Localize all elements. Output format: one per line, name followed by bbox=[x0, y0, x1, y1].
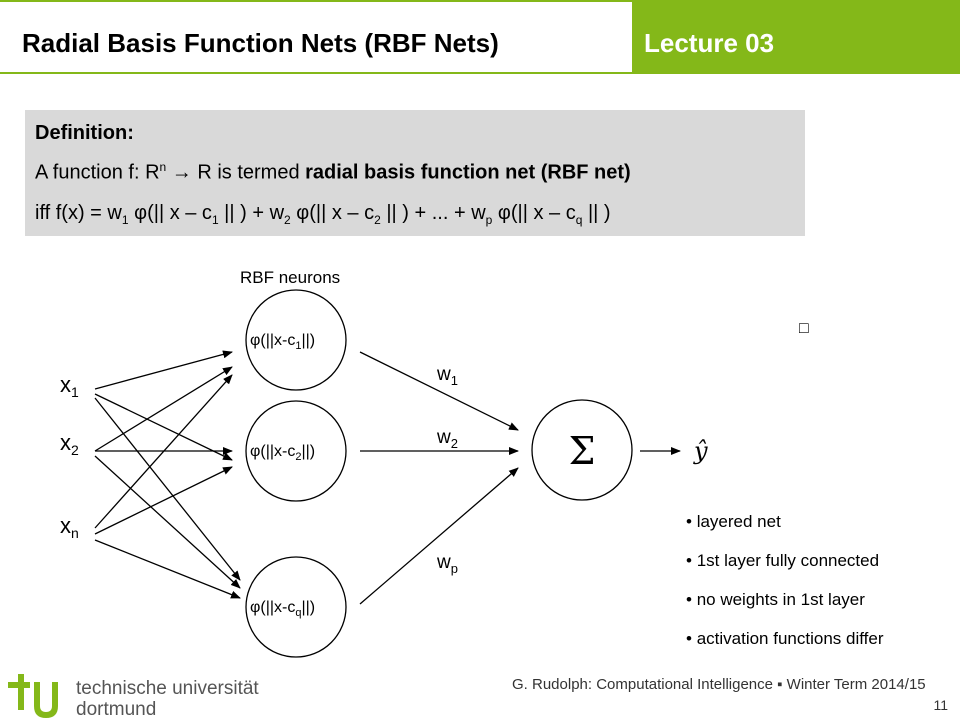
header-top-line bbox=[0, 0, 960, 2]
rbf-neurons-label: RBF neurons bbox=[240, 268, 340, 287]
def-text: → R is termed bbox=[166, 161, 306, 184]
def-sup: n bbox=[159, 160, 167, 174]
formula-part: φ(|| x – c bbox=[128, 202, 212, 224]
lecture-badge bbox=[632, 0, 960, 74]
list-item: • no weights in 1st layer bbox=[686, 590, 865, 609]
footer-credit: G. Rudolph: Computational Intelligence ▪… bbox=[512, 676, 926, 693]
formula-part: iff f(x) = w bbox=[35, 202, 122, 224]
formula-sub: p bbox=[485, 213, 493, 227]
definition-line-1: A function f: Rn → R is termed radial ba… bbox=[35, 160, 631, 185]
formula-part: φ(|| x – c bbox=[290, 202, 375, 224]
neuron-1-label: φ(||x-c1||) bbox=[250, 332, 315, 352]
qed-symbol: □ bbox=[799, 320, 809, 337]
list-item-text: layered net bbox=[696, 512, 781, 531]
slide-title: Radial Basis Function Nets (RBF Nets) bbox=[22, 28, 499, 58]
university-line-2: dortmund bbox=[76, 699, 157, 720]
definition-formula: iff f(x) = w1 φ(|| x – c1 || ) + w2 φ(||… bbox=[35, 202, 611, 227]
formula-sub: 2 bbox=[284, 213, 291, 227]
university-name: technische universität dortmund bbox=[76, 678, 259, 720]
credit-author: G. Rudolph: Computational Intelligence bbox=[512, 676, 773, 693]
list-item-text: 1st layer fully connected bbox=[696, 551, 880, 570]
weight-w2: w2 bbox=[436, 427, 458, 451]
university-line-1: technische universität bbox=[76, 678, 259, 699]
input-xn: xn bbox=[60, 513, 79, 541]
formula-sub: 1 bbox=[121, 213, 129, 227]
sum-neuron bbox=[531, 399, 633, 501]
formula-part: || ) bbox=[582, 202, 611, 224]
list-item: • 1st layer fully connected bbox=[686, 551, 880, 570]
weight-w1: w1 bbox=[436, 364, 458, 388]
output-y-hat: ŷ bbox=[693, 437, 708, 465]
layer2-connections bbox=[359, 351, 519, 605]
tu-logo bbox=[8, 674, 58, 718]
header-bottom-line bbox=[0, 72, 632, 74]
formula-part: φ(|| x – c bbox=[492, 202, 576, 224]
neuron-q-label: φ(||x-cq||) bbox=[250, 599, 315, 619]
rbf-neuron-1 bbox=[245, 289, 347, 391]
slide-header: Radial Basis Function Nets (RBF Nets) Le… bbox=[0, 0, 960, 74]
list-item-text: activation functions differ bbox=[696, 629, 884, 648]
list-item: • layered net bbox=[686, 512, 781, 531]
feature-list: • layered net • 1st layer fully connecte… bbox=[686, 512, 956, 668]
input-x1: x1 bbox=[60, 372, 79, 400]
definition-box: Definition: A function f: Rn → R is term… bbox=[25, 110, 809, 337]
lecture-label: Lecture 03 bbox=[644, 28, 775, 58]
input-x2: x2 bbox=[60, 430, 79, 458]
formula-sub: 2 bbox=[374, 213, 381, 227]
credit-term: Winter Term 2014/15 bbox=[786, 676, 926, 693]
credit-separator: ▪ bbox=[777, 676, 783, 693]
weight-wp: wp bbox=[436, 552, 458, 576]
list-item: • activation functions differ bbox=[686, 629, 884, 648]
def-text: A function f: R bbox=[35, 161, 160, 184]
rbf-network-diagram: RBF neurons x1 x2 xn φ(||x-c1||) φ(||x-c… bbox=[60, 268, 708, 658]
rbf-neuron-2 bbox=[245, 400, 347, 502]
sum-symbol: Σ bbox=[569, 429, 596, 473]
page-number: 11 bbox=[933, 697, 948, 713]
definition-heading: Definition: bbox=[35, 122, 134, 144]
formula-sub: 1 bbox=[211, 213, 219, 227]
layer1-connections bbox=[94, 350, 241, 599]
list-item-text: no weights in 1st layer bbox=[696, 590, 865, 609]
formula-sub: q bbox=[575, 213, 583, 227]
rbf-neuron-q bbox=[245, 556, 347, 658]
def-term: radial basis function net (RBF net) bbox=[305, 161, 631, 184]
neuron-2-label: φ(||x-c2||) bbox=[250, 443, 315, 463]
formula-part: || ) + w bbox=[218, 202, 285, 224]
formula-part: || ) + ... + w bbox=[380, 202, 486, 224]
